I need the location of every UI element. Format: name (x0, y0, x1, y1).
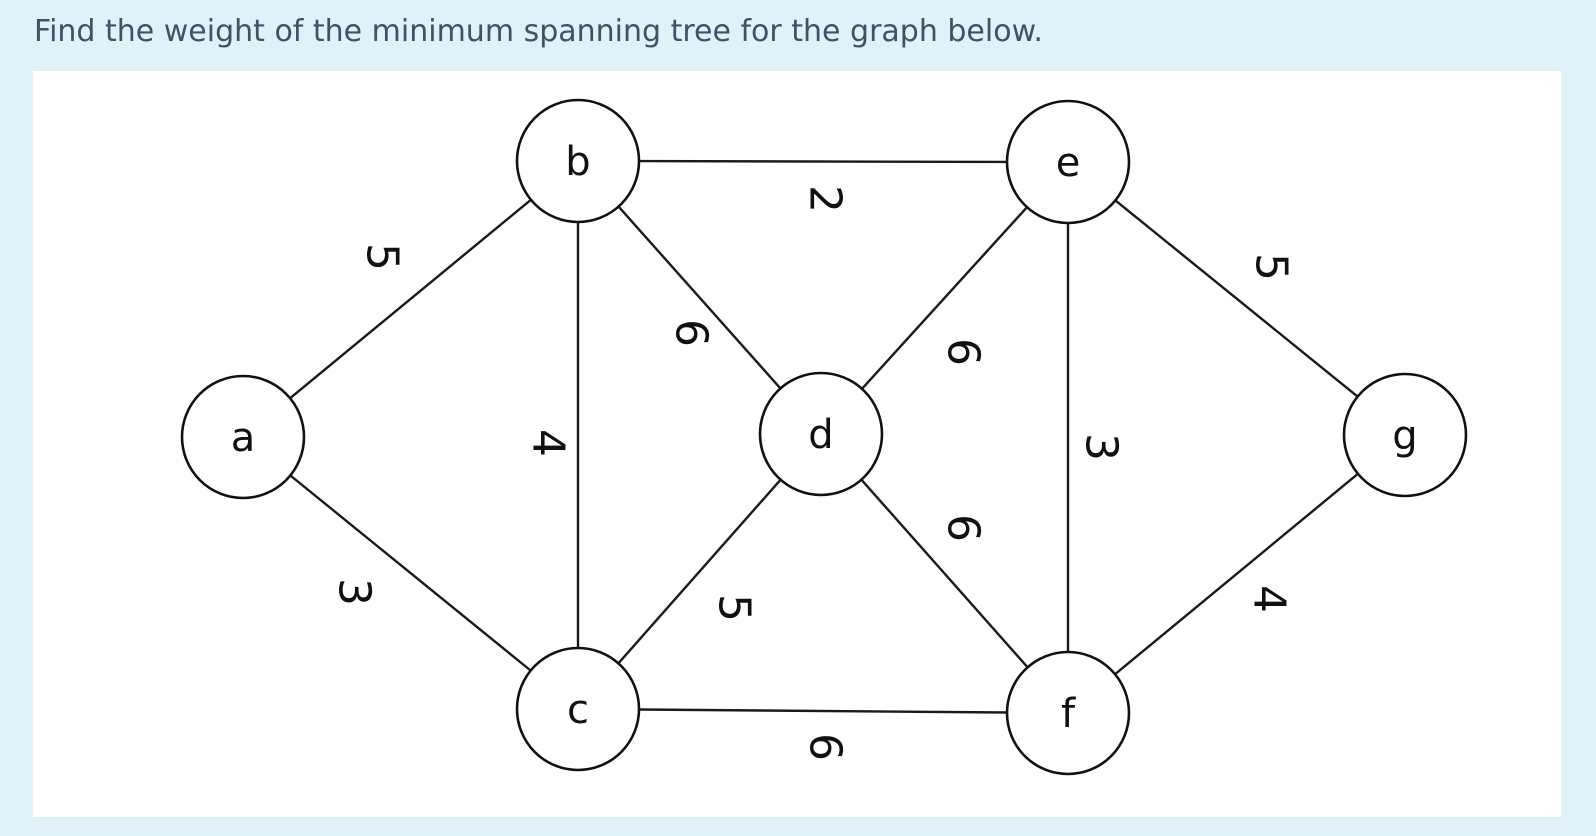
node-a: a (180, 374, 306, 500)
node-circle-e (1005, 99, 1131, 225)
edges-layer (289, 159, 1359, 714)
edge-c-f (638, 708, 1008, 714)
question-text: Find the weight of the minimum spanning … (34, 14, 1043, 49)
edge-d-e (861, 206, 1028, 390)
edge-weight-c-d: 5 (709, 594, 760, 622)
node-circle-b (515, 98, 641, 224)
node-label-a: a (231, 415, 256, 461)
nodes-layer: a b c d e f g (180, 98, 1468, 776)
edge-weight-b-e: 2 (800, 185, 851, 213)
edge-b-d (617, 205, 782, 390)
node-g: g (1342, 372, 1468, 498)
edge-a-c (289, 474, 532, 672)
node-label-d: d (808, 412, 833, 458)
edge-weight-f-g: 4 (1244, 585, 1295, 613)
edge-weight-c-f: 6 (800, 733, 851, 761)
weights-layer: 5 3 4 6 2 5 6 6 6 3 5 4 (329, 185, 1297, 761)
node-circle-g (1342, 372, 1468, 498)
node-circle-c (515, 646, 641, 772)
graph-diagram: a b c d e f g 5 3 4 6 2 5 6 6 6 3 5 4 (180, 98, 1468, 776)
node-label-f: f (1061, 691, 1076, 737)
node-d: d (758, 371, 884, 497)
node-label-g: g (1392, 413, 1417, 459)
edge-weight-b-d: 6 (666, 319, 717, 347)
edge-a-b (289, 198, 532, 400)
node-c: c (515, 646, 641, 772)
edge-b-e (638, 159, 1008, 164)
node-label-b: b (565, 139, 590, 185)
edge-weight-b-c: 4 (523, 429, 574, 457)
edge-weight-a-c: 3 (329, 578, 380, 606)
edge-weight-a-b: 5 (357, 243, 408, 271)
node-circle-a (180, 374, 306, 500)
node-label-e: e (1056, 140, 1081, 186)
edge-weight-d-e: 6 (938, 338, 989, 366)
graph-diagram-panel: a b c d e f g 5 3 4 6 2 5 6 6 6 3 5 4 (33, 71, 1561, 817)
node-circle-d (758, 371, 884, 497)
node-circle-f (1005, 650, 1131, 776)
edge-e-g (1114, 199, 1359, 398)
edge-d-f (860, 478, 1029, 669)
edge-weight-e-g: 5 (1246, 253, 1297, 281)
edge-c-d (617, 478, 782, 665)
node-f: f (1005, 650, 1131, 776)
node-label-c: c (567, 687, 589, 733)
edge-weight-e-f: 3 (1076, 433, 1127, 461)
edge-f-g (1114, 472, 1359, 676)
edge-weight-d-f: 6 (938, 514, 989, 542)
node-b: b (515, 98, 641, 224)
node-e: e (1005, 99, 1131, 225)
